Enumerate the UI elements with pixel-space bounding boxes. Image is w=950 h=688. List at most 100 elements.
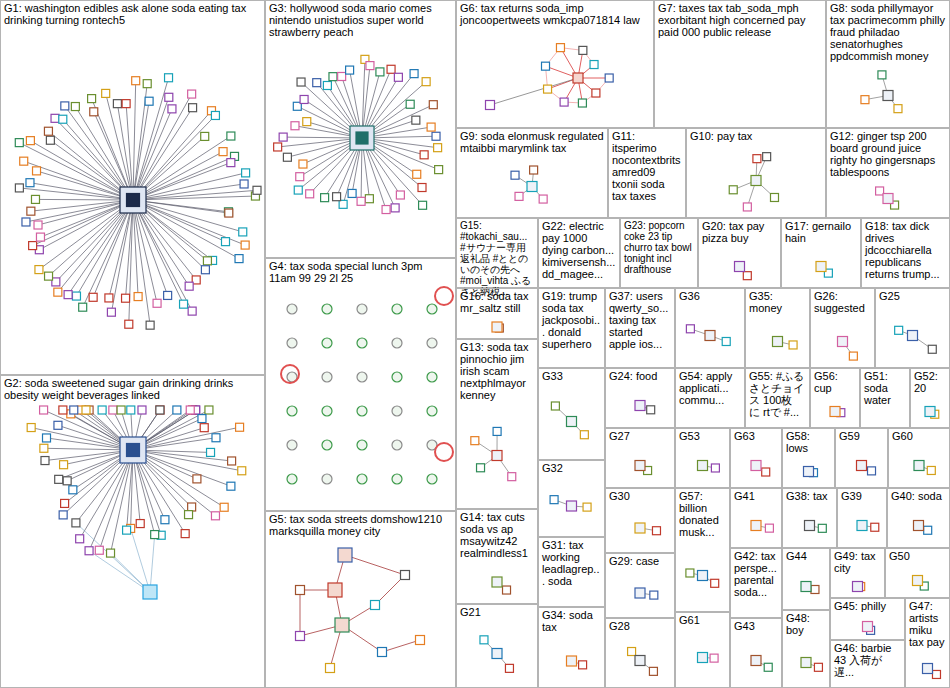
group-box: G31: tax working leadlagrep... soda: [538, 537, 605, 607]
vertex-icon: [542, 62, 550, 70]
vertex-icon: [69, 486, 77, 494]
vertex-icon: [328, 583, 342, 597]
group-box: G14: tax cuts soda vs ap msaywitz42 real…: [456, 509, 538, 604]
group-label: G60: [889, 429, 949, 443]
vertex-icon: [296, 173, 304, 181]
group-box: G52: 20: [910, 368, 950, 428]
group-box: G33: [538, 368, 605, 460]
vertex-icon: [88, 95, 96, 103]
group-label: G36: [676, 289, 744, 303]
edge-line: [133, 109, 172, 200]
group-box: G28: [605, 618, 675, 688]
group-box: G7: taxes tax tab_soda_mph exorbitant hi…: [654, 0, 826, 128]
vertex-icon: [801, 582, 811, 592]
vertex-icon: [932, 670, 940, 678]
group-box: G19: trump soda tax jackposobi... donald…: [538, 288, 605, 368]
vertex-icon: [686, 569, 694, 577]
vertex-circle: [357, 440, 367, 450]
group-box: G15: #tokachi_sau... #サウナー専用返礼品 #ととのいのその…: [456, 218, 538, 288]
vertex-icon: [376, 68, 384, 76]
vertex-icon: [185, 511, 193, 519]
vertex-circle: [427, 338, 437, 348]
vertex-icon: [15, 184, 23, 192]
vertex-icon: [200, 424, 208, 432]
vertex-icon: [753, 155, 761, 163]
vertex-icon: [219, 148, 227, 156]
vertex-icon: [578, 99, 586, 107]
vertex-icon: [60, 461, 68, 469]
vertex-icon: [338, 72, 346, 80]
edge-line: [58, 200, 133, 292]
vertex-icon: [508, 473, 516, 481]
group-box: G10: pay tax: [686, 128, 826, 218]
group-box: G17: gernailo hain: [781, 218, 861, 288]
group-label: G52: 20: [911, 369, 949, 395]
vertex-icon: [212, 434, 220, 442]
vertex-icon: [279, 133, 287, 141]
group-label: G27: [606, 429, 674, 443]
group-box: G1: washington edibles ask alone soda ea…: [0, 0, 265, 375]
edge-line: [300, 590, 301, 636]
group-label: G47: artists miku tax pay: [906, 599, 949, 649]
vertex-icon: [64, 291, 72, 299]
vertex-icon: [109, 406, 117, 414]
group-box: G57: billion donated musk...: [675, 488, 730, 612]
edge-line: [133, 163, 231, 200]
vertex-icon: [220, 503, 228, 511]
vertex-circle: [392, 372, 402, 382]
group-box: G29: case: [605, 553, 675, 618]
vertex-icon: [227, 132, 235, 140]
vertex-icon: [79, 303, 87, 311]
vertex-icon: [878, 71, 886, 79]
group-box: G2: soda sweetened sugar gain drinking d…: [0, 375, 265, 688]
vertex-icon: [830, 407, 840, 417]
vertex-icon: [544, 85, 552, 93]
edge-line: [65, 106, 133, 200]
edge-line: [33, 200, 133, 246]
vertex-icon: [686, 325, 694, 333]
vertex-icon: [505, 664, 513, 672]
vertex-icon: [814, 663, 822, 671]
vertex-icon: [635, 401, 645, 411]
vertex-icon: [59, 115, 67, 123]
group-label: G34: soda tax: [539, 608, 604, 634]
group-label: G40: soda: [888, 489, 949, 503]
vertex-circle: [427, 304, 437, 314]
group-label: G42: tax perspe... parental soda...: [731, 549, 781, 599]
vertex-icon: [751, 521, 761, 531]
vertex-icon: [853, 582, 863, 592]
group-label: G50: [886, 549, 949, 563]
edge-line: [19, 143, 133, 200]
vertex-icon: [122, 100, 130, 108]
group-label: G25: [876, 289, 949, 303]
vertex-icon: [705, 331, 715, 341]
group-box: G13: soda tax pinnochio jim irish scam n…: [456, 339, 538, 509]
vertex-icon: [136, 520, 144, 528]
edge-line: [76, 523, 150, 592]
vertex-icon: [346, 66, 354, 74]
vertex-icon: [432, 132, 440, 140]
vertex-icon: [283, 153, 291, 161]
group-label: G2: soda sweetened sugar gain drinking d…: [1, 376, 264, 402]
vertex-icon: [138, 406, 146, 414]
vertex-icon: [722, 337, 730, 345]
group-label: G18: tax dick drives jdcocchiarella repu…: [862, 219, 949, 281]
vertex-icon: [221, 238, 229, 246]
vertex-icon: [95, 546, 103, 554]
vertex-icon: [102, 89, 110, 97]
vertex-icon: [429, 101, 437, 109]
vertex-icon: [45, 272, 53, 280]
edge-line: [133, 200, 168, 295]
group-box: G27: [605, 428, 675, 488]
vertex-icon: [492, 322, 502, 332]
vertex-icon: [26, 179, 34, 187]
edge-line: [133, 184, 244, 200]
vertex-icon: [181, 530, 189, 538]
vertex-icon: [107, 308, 115, 316]
vertex-icon: [29, 242, 37, 250]
group-box: G34: soda tax: [538, 607, 605, 688]
vertex-icon: [356, 132, 368, 144]
group-label: G1: washington edibles ask alone soda ea…: [1, 1, 264, 27]
vertex-icon: [303, 118, 311, 126]
group-label: G31: tax working leadlagrep... soda: [539, 538, 604, 588]
